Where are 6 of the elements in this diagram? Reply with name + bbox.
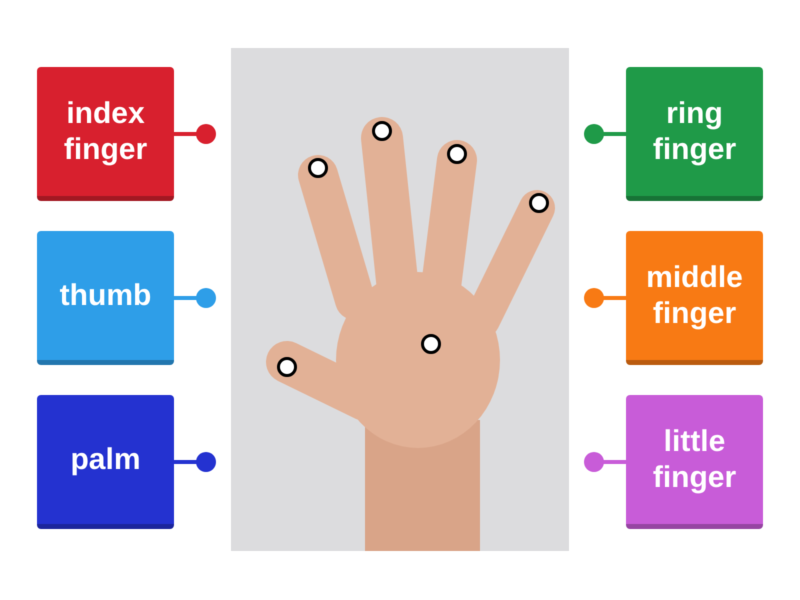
label-card: ring finger [626, 67, 763, 201]
label-card: little finger [626, 395, 763, 529]
label-card: palm [37, 395, 174, 529]
label-card: thumb [37, 231, 174, 365]
label-card: index finger [37, 67, 174, 201]
label-card: middle finger [626, 231, 763, 365]
